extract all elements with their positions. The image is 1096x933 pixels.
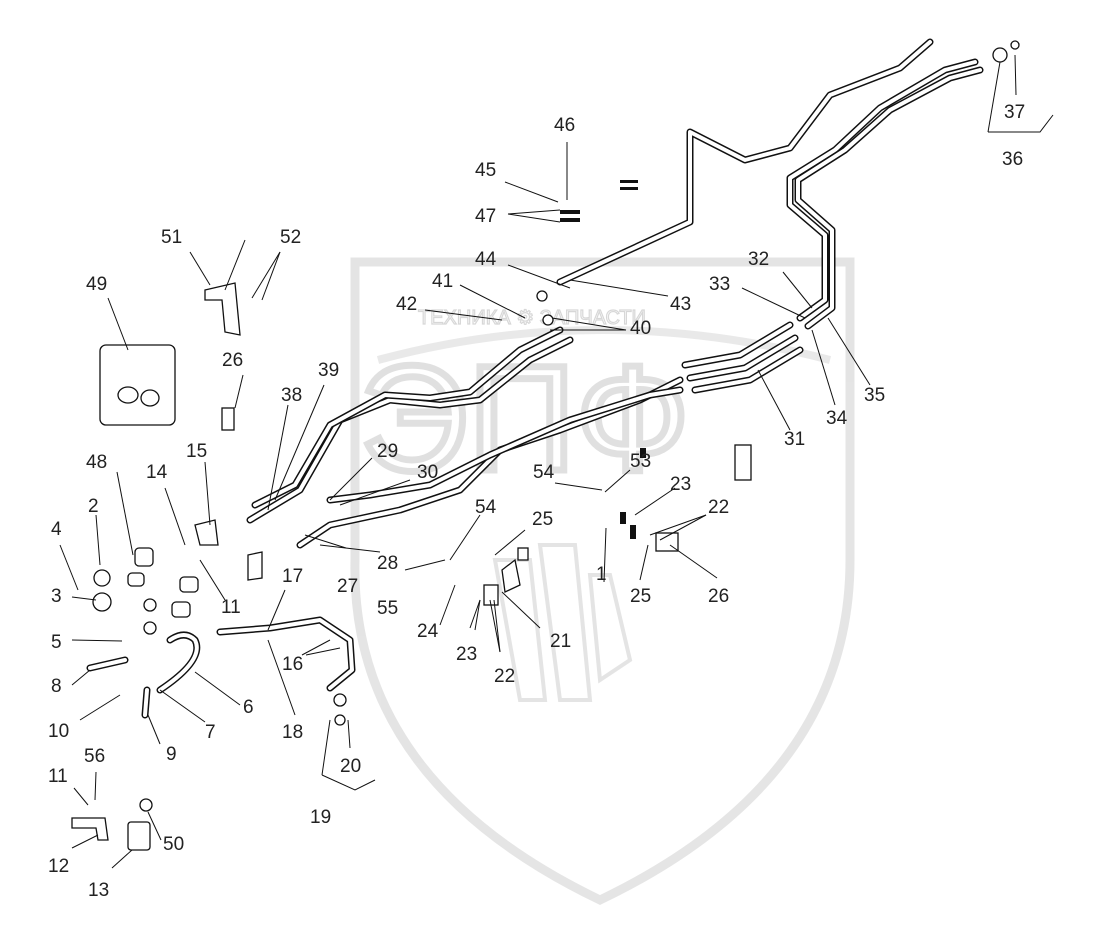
fittings-and-parts [71, 40, 1020, 851]
callout-12: 12 [48, 856, 69, 877]
callout-23-lower: 23 [456, 644, 477, 665]
callout-39: 39 [318, 360, 339, 381]
callout-28: 28 [377, 553, 398, 574]
callout-34: 34 [826, 408, 848, 429]
filter-13 [127, 821, 151, 851]
callout-31: 31 [784, 429, 805, 450]
callout-56: 56 [84, 746, 105, 767]
leader-lines [59, 54, 1054, 869]
callout-42: 42 [396, 294, 417, 315]
callout-40: 40 [630, 318, 651, 339]
callout-22-lower: 22 [494, 666, 515, 687]
bag-part-49 [99, 344, 176, 426]
callout-24: 24 [417, 621, 439, 642]
callout-48: 48 [86, 452, 107, 473]
callout-37: 37 [1004, 102, 1025, 123]
callout-35: 35 [864, 385, 885, 406]
callout-54-lower: 54 [475, 497, 497, 518]
callout-55: 55 [377, 598, 398, 619]
callout-11-upper: 11 [221, 597, 241, 618]
callout-4: 4 [51, 519, 62, 540]
callout-18: 18 [282, 722, 303, 743]
callout-43: 43 [670, 294, 691, 315]
callout-17: 17 [282, 566, 303, 587]
bracket-15 [194, 519, 219, 546]
callout-3: 3 [51, 586, 62, 607]
callout-labels: 1 2 3 4 5 6 7 8 9 10 11 11 12 13 14 15 1… [48, 102, 1025, 901]
callout-29: 29 [377, 441, 398, 462]
callout-45: 45 [475, 160, 496, 181]
callout-44: 44 [475, 249, 497, 270]
callout-52: 52 [280, 227, 301, 248]
callout-51: 51 [161, 227, 182, 248]
plate-26-right [734, 444, 752, 481]
callout-7: 7 [205, 722, 216, 743]
callout-21: 21 [550, 631, 571, 652]
callout-16: 16 [282, 654, 303, 675]
callout-13: 13 [88, 880, 109, 901]
callout-26-left: 26 [222, 350, 243, 371]
callout-33: 33 [709, 274, 730, 295]
callout-1: 1 [596, 564, 607, 585]
callout-25-right: 25 [630, 586, 651, 607]
callout-5: 5 [51, 632, 62, 653]
callout-38: 38 [281, 385, 302, 406]
callout-14: 14 [146, 462, 168, 483]
plate-26-left [221, 407, 235, 431]
pipe-assembly-middle [246, 321, 804, 549]
pipe-assembly-upper [556, 38, 984, 330]
callout-11-lower: 11 [48, 766, 68, 787]
callout-20: 20 [340, 756, 361, 777]
callout-10: 10 [48, 721, 69, 742]
hose-assembly-lower [86, 616, 356, 719]
callout-26-right: 26 [708, 586, 729, 607]
callout-8: 8 [51, 676, 62, 697]
callout-32: 32 [748, 249, 769, 270]
callout-46: 46 [554, 115, 575, 136]
callout-25-middle: 25 [532, 509, 553, 530]
callout-36: 36 [1002, 149, 1023, 170]
callout-19: 19 [310, 807, 331, 828]
callout-23-right: 23 [670, 474, 691, 495]
callout-15: 15 [186, 441, 207, 462]
callout-54-upper: 54 [533, 462, 555, 483]
callout-27: 27 [337, 576, 358, 597]
callout-6: 6 [243, 697, 254, 718]
watermark-logo: ЭПФ [360, 334, 690, 502]
bracket-12 [71, 817, 109, 841]
bracket-51 [204, 282, 241, 336]
callout-9: 9 [166, 744, 177, 765]
callout-41: 41 [432, 271, 453, 292]
callout-22-right: 22 [708, 497, 729, 518]
callout-30: 30 [417, 462, 438, 483]
callout-47: 47 [475, 206, 496, 227]
callout-2: 2 [88, 496, 99, 517]
watermark-text: ТЕХНИКА ⚙ ЗАПЧАСТИ [418, 307, 646, 329]
callout-53: 53 [630, 451, 651, 472]
callout-50: 50 [163, 834, 184, 855]
callout-49: 49 [86, 274, 107, 295]
